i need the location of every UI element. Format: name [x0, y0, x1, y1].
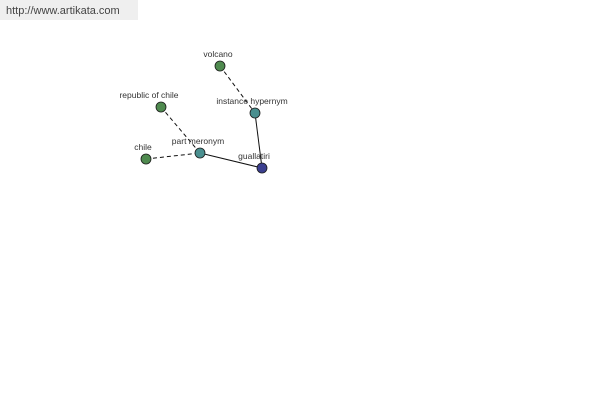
edge-instance-hypernym-to-guallatiri	[254, 112, 263, 169]
node-guallatiri[interactable]	[256, 162, 268, 174]
edge-chile-to-part-meronym	[145, 152, 201, 160]
node-part-meronym[interactable]	[194, 147, 206, 159]
node-label-chile[interactable]: chile	[134, 142, 152, 152]
site-url[interactable]: http://www.artikata.com	[6, 5, 120, 17]
url-banner: http://www.artikata.com	[0, 0, 138, 20]
edge-part-meronym-to-guallatiri	[199, 152, 263, 169]
node-chile[interactable]	[140, 153, 152, 165]
edge-republic-of-chile-to-part-meronym	[160, 106, 201, 154]
node-label-guallatiri[interactable]: guallatiri	[238, 151, 270, 161]
node-label-instance-hypernym[interactable]: instance hypernym	[216, 96, 287, 106]
node-label-part-meronym[interactable]: part meronym	[172, 136, 224, 146]
node-instance-hypernym[interactable]	[249, 107, 261, 119]
labels-layer: volcano instance hypernym republic of chil…	[119, 49, 287, 161]
nodes-layer	[140, 60, 268, 174]
node-label-volcano[interactable]: volcano	[203, 49, 233, 59]
edge-volcano-to-instance-hypernym	[219, 65, 256, 114]
node-label-republic-of-chile[interactable]: republic of chile	[119, 90, 178, 100]
edges-layer	[145, 65, 263, 169]
node-republic-of-chile[interactable]	[155, 101, 167, 113]
node-volcano[interactable]	[214, 60, 226, 72]
